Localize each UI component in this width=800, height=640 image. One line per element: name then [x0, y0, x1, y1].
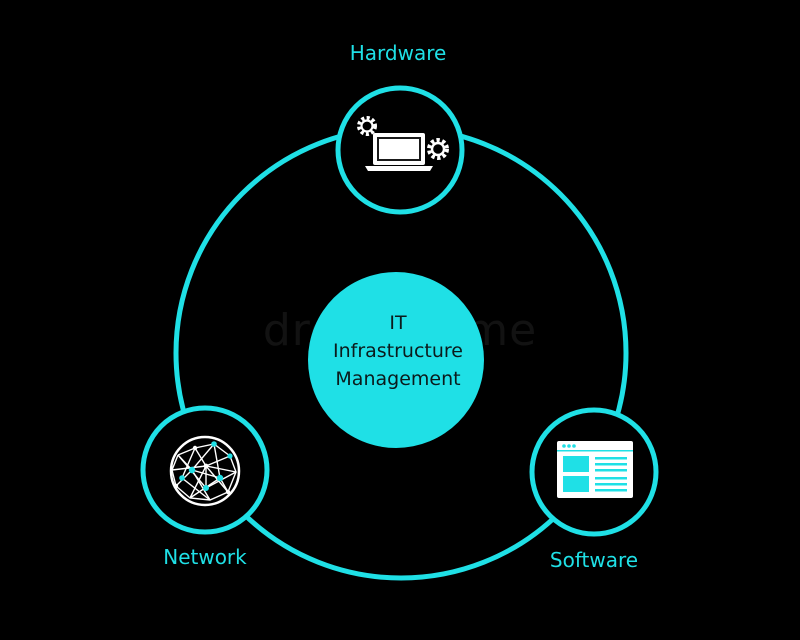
- laptop-gears-icon: [357, 116, 449, 171]
- center-title-line-3: Management: [335, 368, 460, 390]
- network-label: Network: [163, 545, 247, 569]
- network-node: Network: [140, 405, 270, 569]
- browser-window-icon: [557, 441, 633, 498]
- hardware-node: Hardware: [335, 41, 465, 215]
- software-node: Software: [529, 407, 659, 572]
- hardware-label: Hardware: [350, 41, 447, 65]
- network-globe-icon: [169, 435, 241, 507]
- center-hub: IT Infrastructure Management: [308, 272, 484, 448]
- center-circle: [308, 272, 484, 448]
- software-label: Software: [550, 548, 638, 572]
- center-title-line-2: Infrastructure: [333, 340, 463, 362]
- center-title-line-1: IT: [389, 312, 407, 334]
- network-node-circle: [140, 405, 270, 535]
